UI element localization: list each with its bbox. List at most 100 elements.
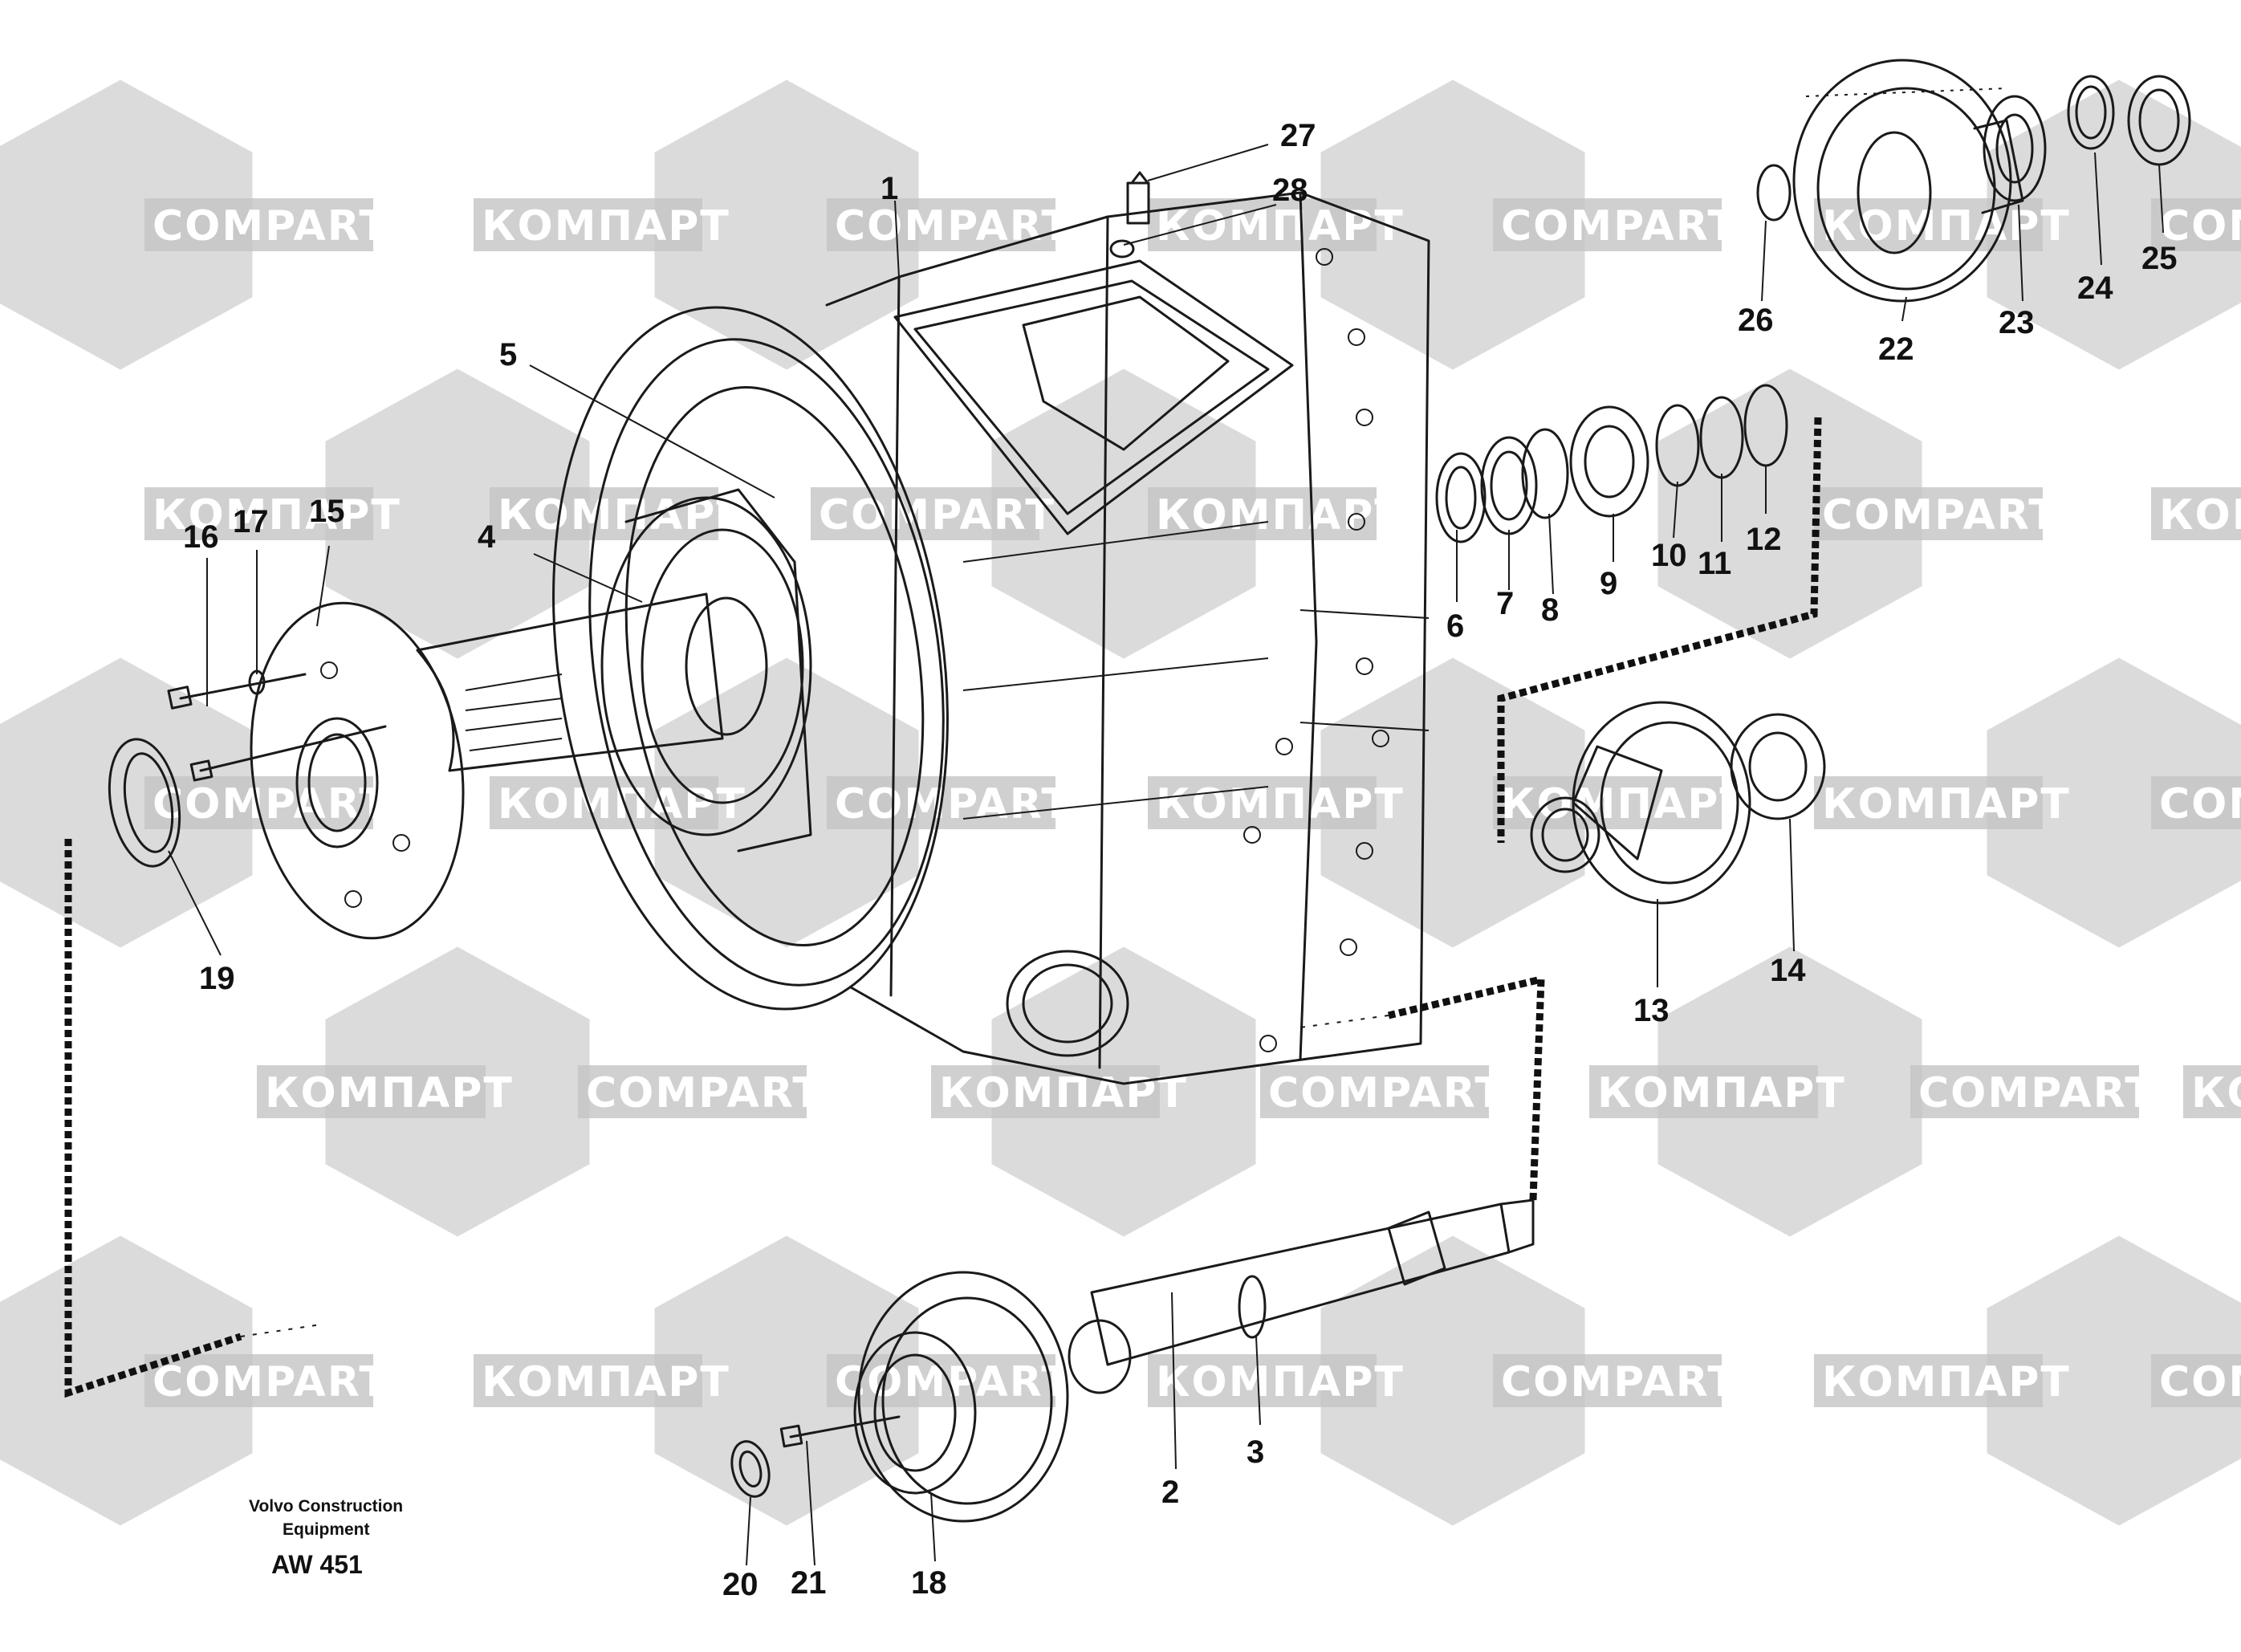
watermark-text: COMPART — [153, 780, 389, 828]
gear-18 — [853, 1271, 1069, 1523]
watermark-bar — [2151, 198, 2241, 251]
watermark-bar — [1260, 1065, 1489, 1118]
watermark-text: COMPART — [1822, 491, 2059, 539]
housing-bolt-holes — [1243, 248, 1389, 1052]
part-label-5: 5 — [499, 337, 517, 372]
watermark-bar — [257, 1065, 486, 1118]
watermark-bar — [2151, 1354, 2241, 1407]
bolt-lower — [189, 725, 387, 782]
watermark-hexagon — [325, 368, 590, 659]
clutch-drum-assembly — [600, 488, 812, 852]
watermark-text: КОМПАРТ — [1822, 780, 2071, 828]
watermark-bar — [1493, 1354, 1722, 1407]
watermark-bar — [2151, 776, 2241, 829]
part-label-26: 26 — [1738, 303, 1774, 338]
gear-13 — [1530, 701, 1751, 905]
watermark-text: КОМПАРТ — [1156, 1358, 1405, 1406]
part-label-17: 17 — [233, 504, 269, 539]
watermark-hexagon — [654, 79, 919, 370]
part-label-6: 6 — [1446, 608, 1464, 644]
part-label-24: 24 — [2077, 271, 2113, 306]
watermark-text: COMPART — [835, 1358, 1072, 1406]
watermark-text: COMPART — [835, 202, 1072, 250]
part-label-21: 21 — [791, 1565, 827, 1601]
watermark-bar — [490, 776, 718, 829]
assembly-guide-lines — [64, 417, 1822, 1398]
countershaft-2 — [1068, 1198, 1535, 1394]
watermark-hexagon — [1320, 657, 1585, 948]
watermark-bar — [144, 776, 373, 829]
watermark-text: COMPART — [586, 1069, 823, 1117]
watermark-bar — [1493, 776, 1722, 829]
watermark-hexagon — [1320, 79, 1585, 370]
watermark-text: КОМПАРТ — [939, 1069, 1188, 1117]
part-label-12: 12 — [1746, 522, 1782, 557]
part-label-25: 25 — [2141, 241, 2178, 276]
drawing-caption: Volvo Construction Equipment AW 451 — [249, 1497, 403, 1579]
watermark-text: COMPART — [1918, 1069, 2155, 1117]
part-label-3: 3 — [1247, 1434, 1264, 1470]
drawing-code: AW 451 — [271, 1550, 363, 1579]
watermark-bar — [490, 487, 718, 540]
shaft-hub-22 — [1973, 119, 2024, 214]
watermark-text: КОМПАРТ — [2191, 1069, 2241, 1117]
part-label-15: 15 — [309, 494, 345, 529]
watermark-bar — [1148, 1354, 1377, 1407]
leader-lines — [168, 144, 2164, 1566]
part-label-28: 28 — [1272, 173, 1308, 208]
watermark-hexagon — [654, 1235, 919, 1526]
watermark-text: КОМПАРТ — [1501, 780, 1750, 828]
watermark-text: КОМПАРТ — [482, 1358, 730, 1406]
watermark-text: COMPART — [153, 1358, 389, 1406]
watermark-text: COMPART — [835, 780, 1072, 828]
part-label-18: 18 — [911, 1565, 947, 1601]
watermark-bar — [2151, 487, 2241, 540]
watermark-bar — [1148, 487, 1377, 540]
seal-ring-19 — [108, 738, 181, 868]
part-label-9: 9 — [1600, 566, 1617, 601]
sensor-27 — [1126, 171, 1150, 225]
bearing-9 — [1569, 405, 1649, 518]
watermark-bar — [1814, 487, 2043, 540]
watermark-bar — [1148, 776, 1377, 829]
watermark-text: COMPART — [2159, 780, 2241, 828]
watermark-bar — [1589, 1065, 1818, 1118]
watermark-text: КОМПАРТ — [265, 1069, 514, 1117]
bolt-21 — [779, 1415, 901, 1448]
part-label-16: 16 — [183, 519, 219, 555]
part-label-14: 14 — [1770, 953, 1806, 988]
watermark-bar — [144, 1354, 373, 1407]
gear-22 — [1792, 59, 2012, 303]
part-label-2: 2 — [1161, 1475, 1179, 1510]
watermark-text: COMPART — [1501, 1358, 1738, 1406]
watermark-bar — [144, 487, 373, 540]
part-label-7: 7 — [1496, 586, 1514, 621]
part-label-19: 19 — [199, 961, 235, 996]
watermark-hexagon — [1987, 79, 2241, 370]
caption-line-2: Equipment — [283, 1520, 370, 1539]
watermark-bar — [1814, 1354, 2043, 1407]
watermark-hexagon — [1987, 1235, 2241, 1526]
part-label-20: 20 — [722, 1567, 759, 1602]
collar-3 — [1238, 1275, 1267, 1339]
part-label-27: 27 — [1280, 118, 1316, 153]
snap-ring-26 — [1756, 164, 1792, 222]
transmission-housing — [552, 191, 1430, 1085]
watermark-text: COMPART — [2159, 1358, 2241, 1406]
watermark-bar — [1814, 776, 2043, 829]
front-cover-plate — [250, 601, 465, 940]
part-label-22: 22 — [1878, 332, 1914, 367]
ring-24 — [2067, 75, 2115, 150]
watermark-text: COMPART — [819, 491, 1055, 539]
watermark-text: КОМПАРТ — [498, 780, 746, 828]
washer-20 — [730, 1440, 771, 1498]
watermark-bar — [474, 198, 702, 251]
watermark-text: КОМПАРТ — [1597, 1069, 1846, 1117]
bearing-14 — [1730, 713, 1826, 820]
watermark-hexagon — [0, 79, 253, 370]
watermark-text: COMPART — [1501, 202, 1738, 250]
watermark-bar — [811, 487, 1039, 540]
part-label-4: 4 — [478, 519, 496, 555]
watermark-bar — [144, 198, 373, 251]
